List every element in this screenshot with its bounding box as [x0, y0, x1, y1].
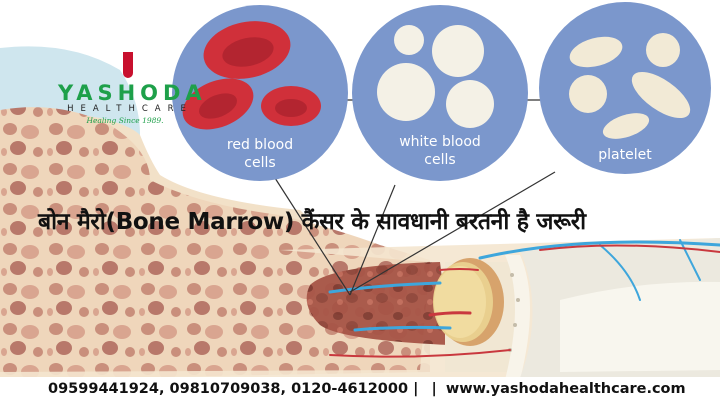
rbc-label: red blood cells	[200, 136, 320, 172]
wbc-label: white blood cells	[375, 133, 505, 169]
wbc-label-line1: white blood	[399, 134, 481, 150]
footer-bar	[0, 377, 720, 405]
logo-tagline: Healing Since 1989.	[86, 116, 164, 125]
footer-separator: |	[431, 381, 437, 397]
wbc-label-line2: cells	[424, 152, 456, 168]
logo-name: YASHODA	[58, 81, 207, 105]
logo-subtitle: HEALTHCARE	[67, 104, 193, 114]
wbc-circle	[352, 5, 528, 181]
white-blood-cells	[377, 25, 494, 128]
rbc-label-line1: red blood	[226, 137, 294, 153]
yashoda-logo: YASHODA HEALTHCARE Healing Since 1989.	[58, 52, 207, 126]
rbc-label-line2: cells	[244, 155, 276, 171]
footer-contact: 09599441924, 09810709038, 0120-4612000 |…	[48, 381, 694, 397]
phone-numbers[interactable]: 09599441924, 09810709038, 0120-4612000 |	[48, 381, 419, 397]
headline: बोन मैरो(Bone Marrow) कैंसर के सावधानी ब…	[38, 209, 586, 235]
platelet-label-line1: platelet	[598, 147, 652, 163]
platelet-label: platelet	[575, 146, 675, 164]
website-link[interactable]: www.yashodahealthcare.com	[445, 381, 686, 397]
logo-mark-icon	[123, 52, 133, 78]
red-blood-cells	[182, 21, 321, 130]
platelets	[569, 33, 691, 139]
